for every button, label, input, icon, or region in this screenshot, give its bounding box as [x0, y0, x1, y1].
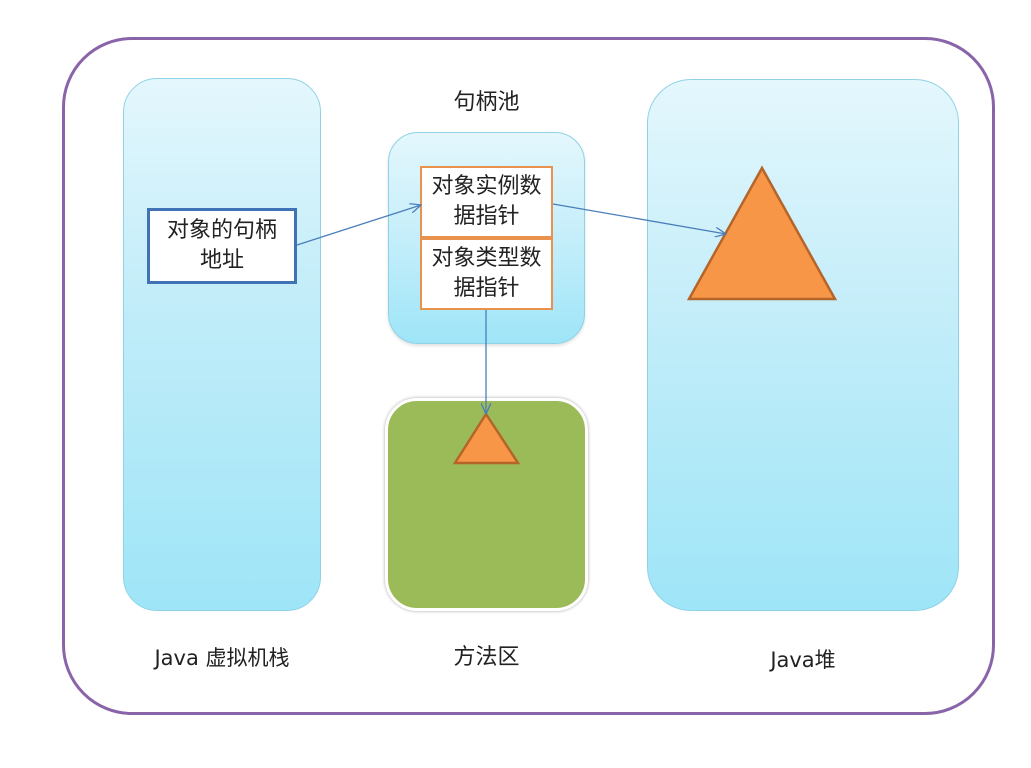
jvm-memory-frame: [62, 37, 995, 715]
object-type-triangle-icon: [452, 411, 521, 465]
jvm-stack-region: [123, 78, 321, 611]
instance-pointer-cell: 对象实例数据指针: [420, 166, 553, 238]
handle-pool-title: 句柄池: [453, 90, 520, 115]
java-heap-region: [647, 79, 959, 611]
handle-address-box: 对象的句柄地址: [147, 208, 297, 284]
arrow-handle-to-pool: [296, 205, 421, 246]
jvm-stack-label: Java 虚拟机栈: [154, 646, 290, 670]
type-pointer-text: 对象类型数据指针: [431, 246, 542, 301]
java-heap-label: Java堆: [770, 648, 836, 672]
method-area-label: 方法区: [453, 645, 520, 670]
handle-address-text: 对象的句柄地址: [167, 218, 278, 273]
arrow-pool-to-heap: [552, 203, 726, 234]
instance-pointer-text: 对象实例数据指针: [431, 174, 542, 229]
type-pointer-cell: 对象类型数据指针: [420, 238, 553, 310]
object-instance-triangle-icon: [686, 165, 838, 301]
